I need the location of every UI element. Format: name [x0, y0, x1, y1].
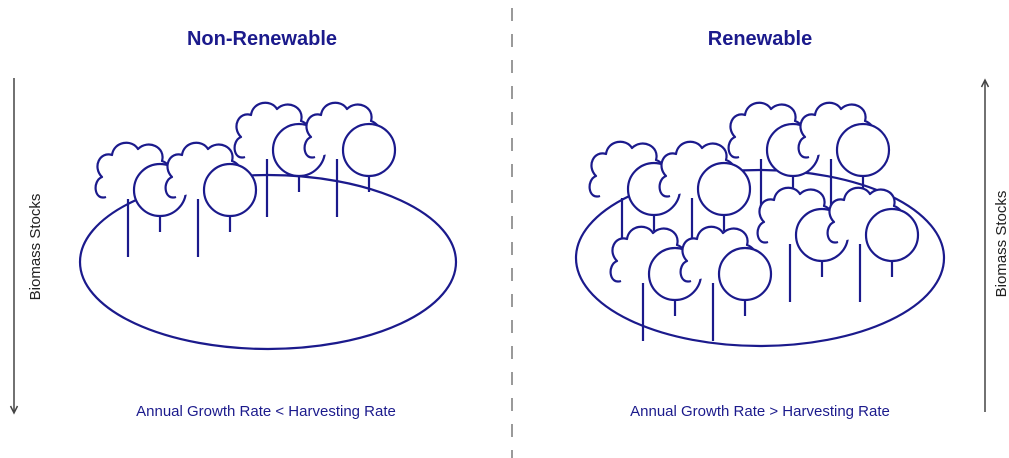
tree-pair	[658, 140, 752, 256]
tree-pair	[756, 186, 850, 302]
left-forest	[78, 101, 458, 351]
tree-icon	[835, 122, 891, 192]
tree-pair	[679, 225, 773, 341]
left-caption: Annual Growth Rate < Harvesting Rate	[136, 403, 396, 420]
left-axis: Biomass Stocks	[9, 78, 44, 415]
tree-icon	[717, 246, 773, 316]
tree-icon	[696, 161, 752, 231]
tree-icon	[202, 162, 258, 232]
right-panel-title: Renewable	[708, 28, 812, 50]
tree-pair	[826, 186, 920, 302]
right-axis-label: Biomass Stocks	[993, 191, 1009, 298]
tree-icon	[864, 207, 920, 277]
tree-pair	[797, 101, 891, 217]
right-forest	[574, 101, 946, 348]
tree-pair	[303, 101, 397, 217]
tree-pair	[164, 141, 258, 257]
left-panel-title: Non-Renewable	[187, 28, 337, 50]
left-axis-label: Biomass Stocks	[27, 194, 44, 301]
arrow-up-icon	[980, 78, 990, 88]
right-caption: Annual Growth Rate > Harvesting Rate	[630, 403, 890, 420]
right-axis: Biomass Stocks	[980, 78, 1009, 412]
arrow-down-icon	[9, 405, 19, 415]
tree-icon	[341, 122, 397, 192]
